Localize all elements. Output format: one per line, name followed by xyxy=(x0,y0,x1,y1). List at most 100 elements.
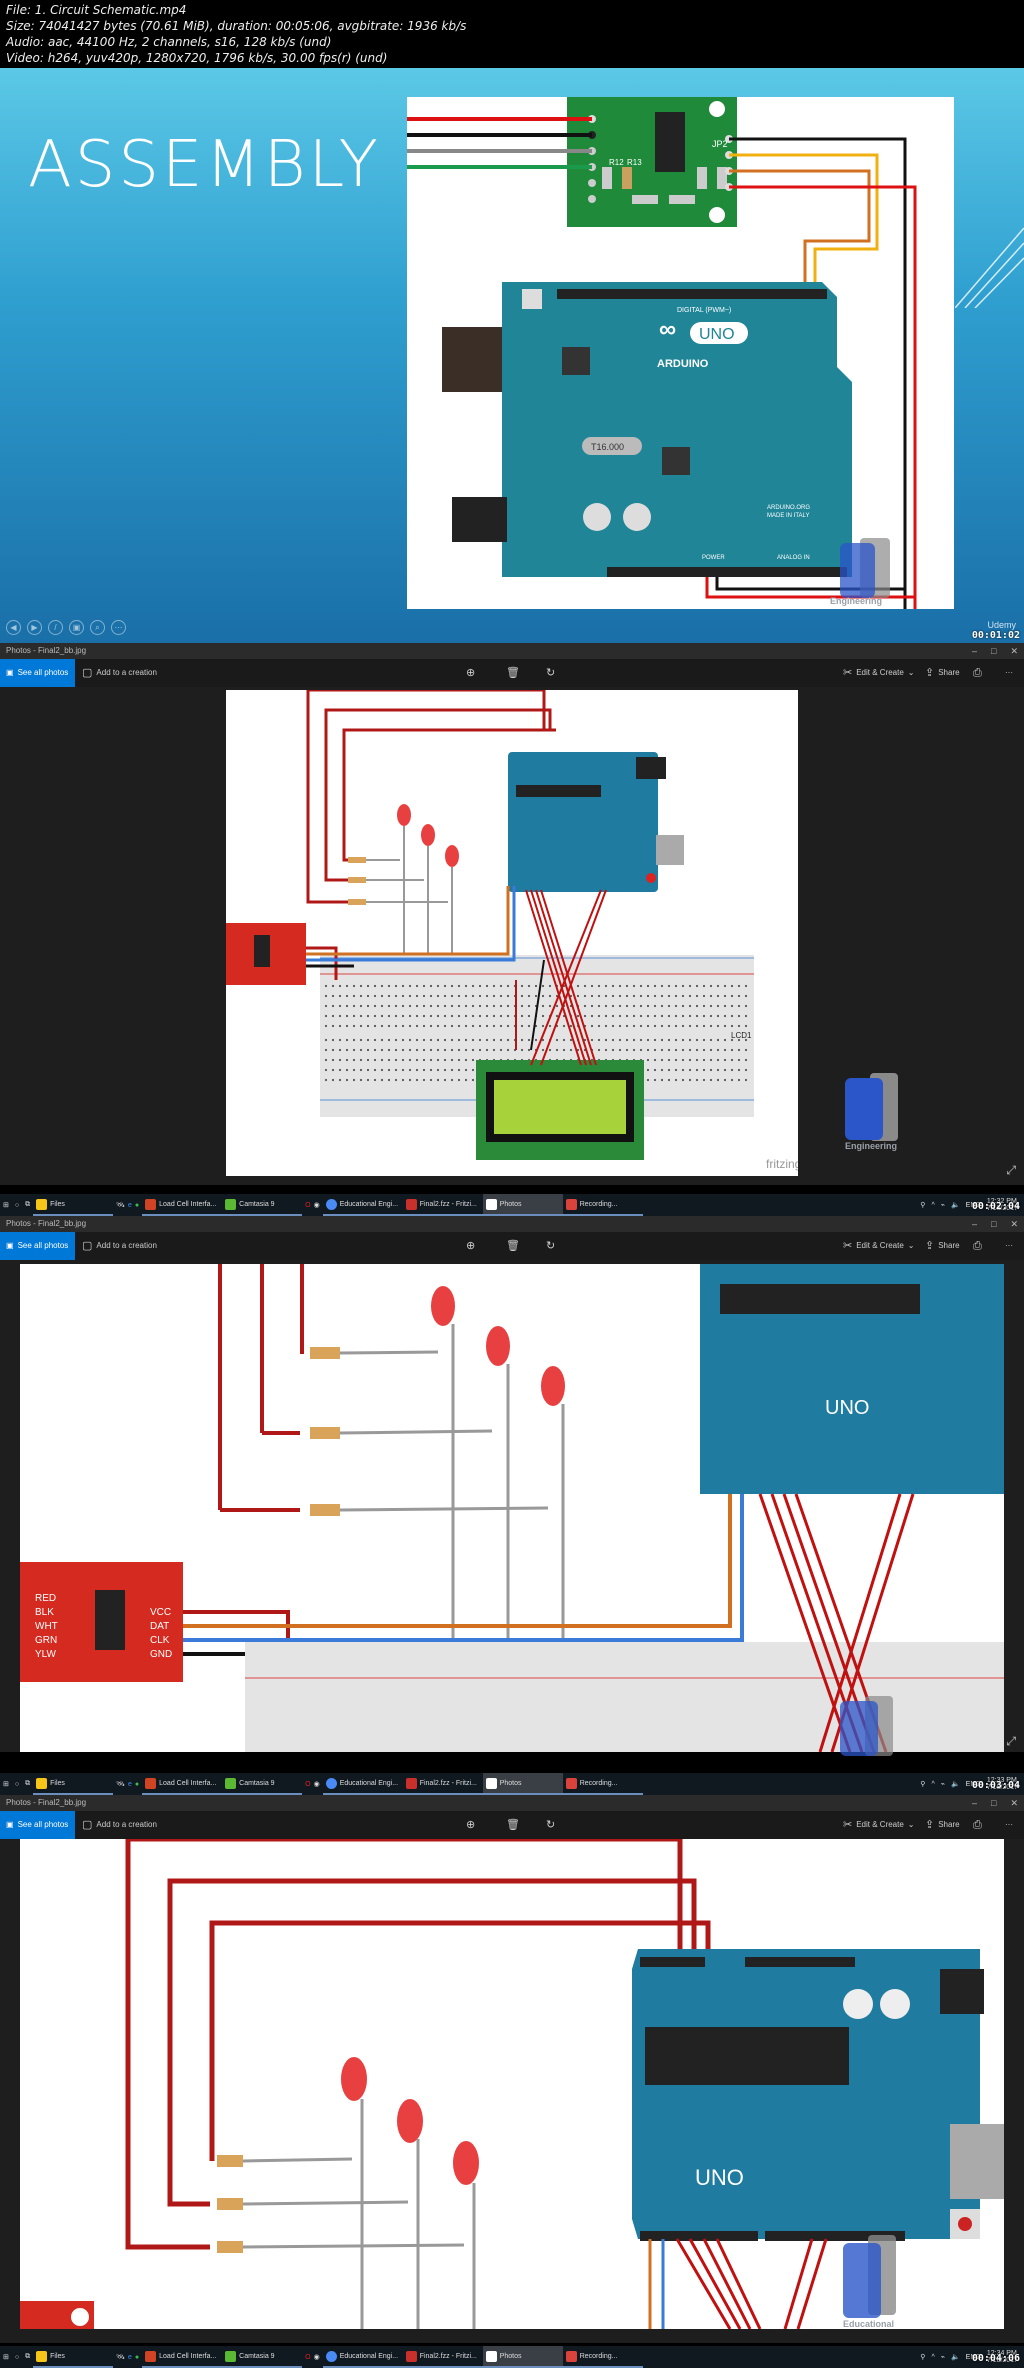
pen-icon[interactable]: / xyxy=(48,620,63,635)
start-button[interactable]: ⊞ xyxy=(0,1773,12,1795)
cortana-button[interactable]: ○ xyxy=(12,1194,22,1216)
taskbar-app-files[interactable]: Files xyxy=(33,2346,114,2368)
minimize-button[interactable]: – xyxy=(972,646,978,656)
taskbar-app-files[interactable]: Files xyxy=(33,1773,114,1795)
edit-create-button[interactable]: ✂Edit & Create⌄ xyxy=(843,1232,915,1260)
people-icon[interactable]: ⚲ xyxy=(920,1202,926,1209)
taskbar-app-fritzing[interactable]: Final2.fzz - Fritzi... xyxy=(402,1773,483,1795)
taskbar-app-fritzing[interactable]: Final2.fzz - Fritzi... xyxy=(402,1194,483,1216)
edit-create-button[interactable]: ✂Edit & Create⌄ xyxy=(843,659,915,687)
add-to-creation-button[interactable]: ▢Add to a creation xyxy=(82,1811,157,1839)
taskbar-app-camtasia[interactable]: Camtasia 9 xyxy=(222,1194,303,1216)
zoom-button[interactable]: ⊕ xyxy=(466,1232,475,1260)
add-to-creation-button[interactable]: ▢Add to a creation xyxy=(82,1232,157,1260)
minimize-button[interactable]: – xyxy=(972,1798,978,1808)
share-button[interactable]: ⇪Share xyxy=(925,659,960,687)
maximize-button[interactable]: □ xyxy=(991,646,997,656)
more-icon[interactable]: ⋯ xyxy=(111,620,126,635)
prev-slide-icon[interactable]: ◀ xyxy=(6,620,21,635)
network-icon[interactable]: ⌁ xyxy=(940,1781,945,1788)
taskbar-pinned[interactable]: 🛰e● xyxy=(113,1773,142,1795)
expand-icon[interactable]: ⤢ xyxy=(1006,1734,1016,1748)
taskbar-app-chrome[interactable]: Educational Engi... xyxy=(322,1773,403,1795)
taskbar-app-powerpoint[interactable]: Load Cell Interfa... xyxy=(142,2346,223,2368)
taskbar-app-photos[interactable]: Photos xyxy=(482,1773,563,1795)
see-all-photos-button[interactable]: ▣See all photos xyxy=(0,659,75,687)
minimize-button[interactable]: – xyxy=(972,1219,978,1229)
volume-icon[interactable]: 🔈 xyxy=(950,2354,960,2361)
maximize-button[interactable]: □ xyxy=(991,1219,997,1229)
print-button[interactable]: ⎙ xyxy=(973,1232,982,1260)
taskbar-pinned[interactable]: 🛰e● xyxy=(113,1194,142,1216)
rotate-button[interactable]: ↻ xyxy=(546,1232,555,1260)
delete-button[interactable]: 🗑 xyxy=(506,659,520,687)
rotate-button[interactable]: ↻ xyxy=(546,1811,555,1839)
language-indicator[interactable]: ENG xyxy=(965,1201,981,1209)
taskbar-app-camtasia[interactable]: Camtasia 9 xyxy=(222,2346,303,2368)
taskbar-app-chrome[interactable]: Educational Engi... xyxy=(322,1194,403,1216)
share-button[interactable]: ⇪Share xyxy=(925,1232,960,1260)
language-indicator[interactable]: ENG xyxy=(965,2353,981,2361)
taskbar-pinned[interactable]: 🛰e● xyxy=(113,2346,142,2368)
taskbar-app-recording[interactable]: Recording... xyxy=(562,2346,643,2368)
taskbar-app-chrome[interactable]: Educational Engi... xyxy=(322,2346,403,2368)
taskbar-app-fritzing[interactable]: Final2.fzz - Fritzi... xyxy=(402,2346,483,2368)
fritzing-watermark: fritzing xyxy=(766,1157,798,1171)
network-icon[interactable]: ⌁ xyxy=(940,1202,945,1209)
chevron-up-icon[interactable]: ^ xyxy=(931,1780,935,1788)
close-button[interactable]: ✕ xyxy=(1010,1219,1018,1229)
taskbar-app-recording[interactable]: Recording... xyxy=(562,1773,643,1795)
more-button[interactable]: ··· xyxy=(1005,1820,1013,1829)
people-icon[interactable]: ⚲ xyxy=(920,1781,926,1788)
next-slide-icon[interactable]: ▶ xyxy=(27,620,42,635)
add-to-creation-button[interactable]: ▢Add to a creation xyxy=(82,659,157,687)
edit-create-button[interactable]: ✂Edit & Create⌄ xyxy=(843,1811,915,1839)
print-button[interactable]: ⎙ xyxy=(973,659,982,687)
taskbar-pinned-2[interactable]: O◉ xyxy=(302,1773,323,1795)
task-view-button[interactable]: ⧉ xyxy=(22,1194,33,1216)
more-button[interactable]: ··· xyxy=(1005,668,1013,677)
zoom-button[interactable]: ⊕ xyxy=(466,659,475,687)
language-indicator[interactable]: ENG xyxy=(965,1780,981,1788)
taskbar-pinned-2[interactable]: O◉ xyxy=(302,1194,323,1216)
network-icon[interactable]: ⌁ xyxy=(940,2354,945,2361)
cortana-button[interactable]: ○ xyxy=(12,1773,22,1795)
share-button[interactable]: ⇪Share xyxy=(925,1811,960,1839)
taskbar-app-recording[interactable]: Recording... xyxy=(562,1194,643,1216)
taskbar-app-camtasia[interactable]: Camtasia 9 xyxy=(222,1773,303,1795)
start-button[interactable]: ⊞ xyxy=(0,1194,12,1216)
maximize-button[interactable]: □ xyxy=(991,1798,997,1808)
close-button[interactable]: ✕ xyxy=(1010,646,1018,656)
taskbar-app-photos[interactable]: Photos xyxy=(482,1194,563,1216)
delete-button[interactable]: 🗑 xyxy=(506,1811,520,1839)
start-button[interactable]: ⊞ xyxy=(0,2346,12,2368)
taskbar-pinned-2[interactable]: O◉ xyxy=(302,2346,323,2368)
volume-icon[interactable]: 🔈 xyxy=(950,1781,960,1788)
people-icon[interactable]: ⚲ xyxy=(920,2354,926,2361)
chevron-up-icon[interactable]: ^ xyxy=(931,2353,935,2361)
zoom-icon[interactable]: ⌕ xyxy=(90,620,105,635)
rotate-button[interactable]: ↻ xyxy=(546,659,555,687)
slides-icon[interactable]: ▣ xyxy=(69,620,84,635)
see-all-photos-button[interactable]: ▣See all photos xyxy=(0,1232,75,1260)
volume-icon[interactable]: 🔈 xyxy=(950,1202,960,1209)
video-timestamp: 00:03:04 xyxy=(971,1780,1020,1791)
delete-button[interactable]: 🗑 xyxy=(506,1232,520,1260)
chevron-up-icon[interactable]: ^ xyxy=(931,1201,935,1209)
taskbar-app-powerpoint[interactable]: Load Cell Interfa... xyxy=(142,1773,223,1795)
task-view-button[interactable]: ⧉ xyxy=(22,1773,33,1795)
cortana-button[interactable]: ○ xyxy=(12,2346,22,2368)
see-all-photos-button[interactable]: ▣See all photos xyxy=(0,1811,75,1839)
expand-icon[interactable]: ⤢ xyxy=(1006,1163,1016,1177)
print-button[interactable]: ⎙ xyxy=(973,1811,982,1839)
task-view-button[interactable]: ⧉ xyxy=(22,2346,33,2368)
zoom-button[interactable]: ⊕ xyxy=(466,1811,475,1839)
taskbar-app-files[interactable]: Files xyxy=(33,1194,114,1216)
close-button[interactable]: ✕ xyxy=(1010,1798,1018,1808)
more-button[interactable]: ··· xyxy=(1005,1241,1013,1250)
taskbar-app-photos[interactable]: Photos xyxy=(482,2346,563,2368)
taskbar-app-powerpoint[interactable]: Load Cell Interfa... xyxy=(142,1194,223,1216)
